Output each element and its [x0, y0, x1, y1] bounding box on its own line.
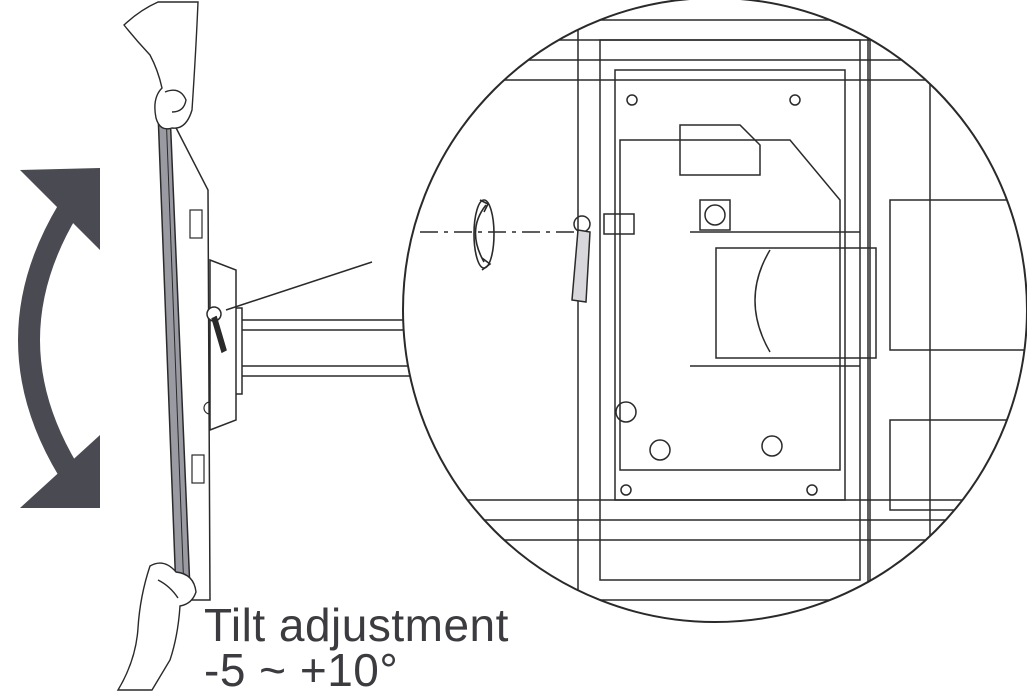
zoom-detail	[402, 0, 1027, 623]
caption-range: -5 ~ +10°	[204, 644, 399, 696]
curved-double-arrow-icon	[18, 168, 100, 508]
rotate-arrows-icon	[473, 199, 495, 271]
tv-panel	[157, 111, 217, 601]
caption-title: Tilt adjustment	[204, 599, 509, 651]
hand-top	[123, 1, 199, 130]
zoom-leader-line	[225, 261, 373, 311]
hand-bottom	[116, 562, 197, 691]
wall-arm	[206, 258, 413, 432]
